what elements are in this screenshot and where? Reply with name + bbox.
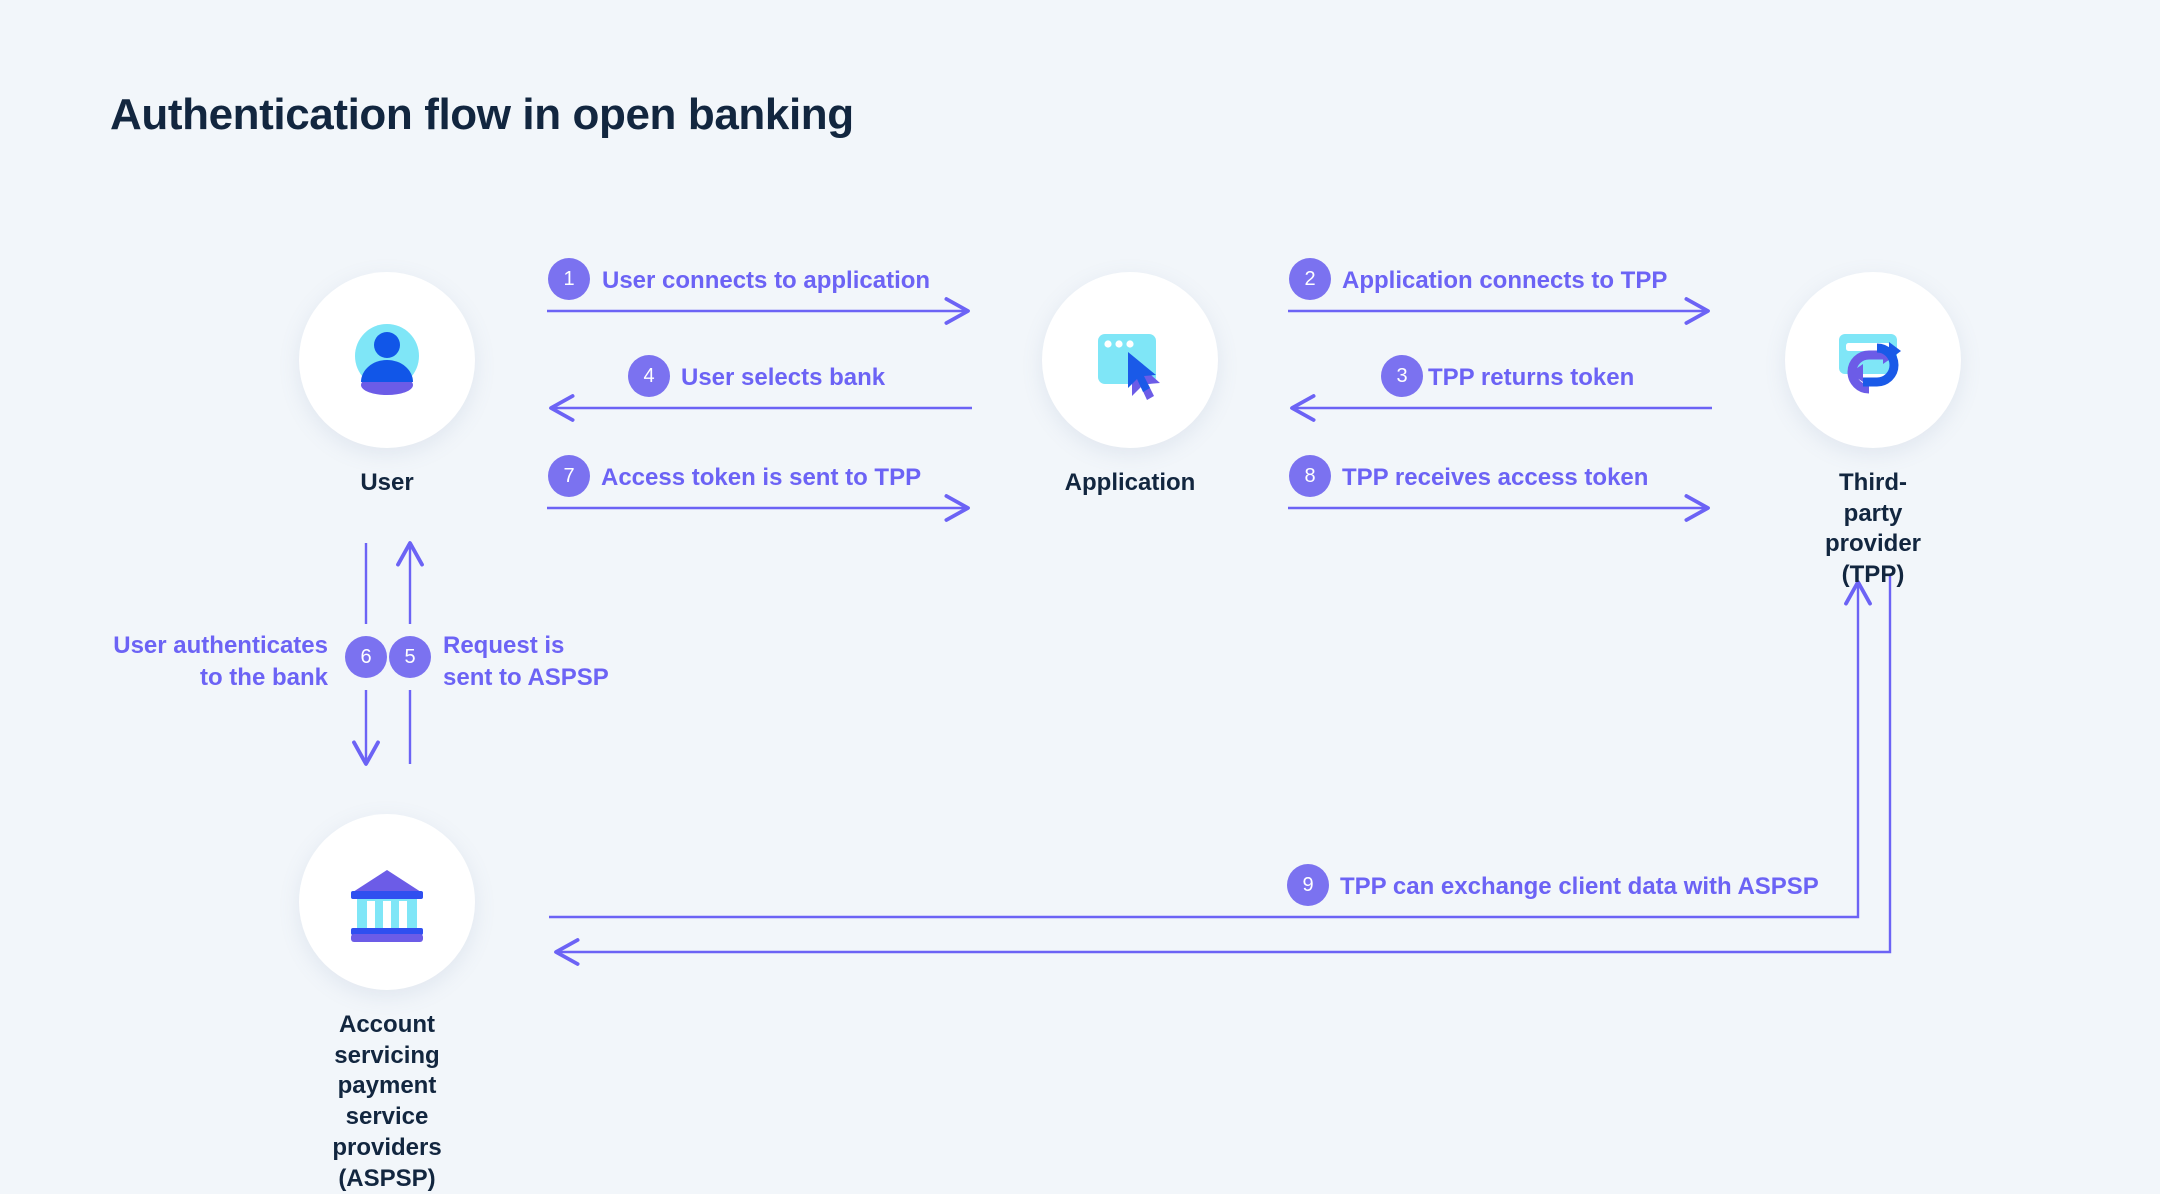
step-badge-7[interactable]: 7 bbox=[548, 455, 590, 497]
node-application-label: Application bbox=[1064, 469, 1196, 496]
step-badge-8[interactable]: 8 bbox=[1289, 455, 1331, 497]
step-label-8: TPP receives access token bbox=[1342, 464, 1649, 491]
step-label-2: Application connects to TPP bbox=[1342, 267, 1668, 294]
step-label-4: User selects bank bbox=[681, 364, 886, 391]
node-aspsp-label: Account servicing payment service provid… bbox=[332, 1011, 442, 1192]
step-badge-9[interactable]: 9 bbox=[1287, 864, 1329, 906]
user-avatar-icon bbox=[355, 324, 419, 395]
step-badge-2[interactable]: 2 bbox=[1289, 258, 1331, 300]
step-badge-4[interactable]: 4 bbox=[628, 355, 670, 397]
step-badge-6[interactable]: 6 bbox=[345, 636, 387, 678]
connector-step-9-outbound bbox=[549, 580, 1872, 919]
node-user[interactable]: User bbox=[299, 272, 475, 496]
step-label-1: User connects to application bbox=[602, 267, 931, 294]
page-title: Authentication flow in open banking bbox=[110, 90, 854, 139]
connector-step-9-inbound bbox=[554, 575, 1892, 966]
step-badge-3[interactable]: 3 bbox=[1381, 355, 1423, 397]
step-label-5: Request is sent to ASPSP bbox=[443, 632, 609, 691]
node-application[interactable]: Application bbox=[1042, 272, 1218, 496]
step-label-9: TPP can exchange client data with ASPSP bbox=[1340, 873, 1819, 900]
bank-building-icon bbox=[351, 870, 423, 942]
step-label-3: TPP returns token bbox=[1428, 364, 1635, 391]
node-user-label: User bbox=[360, 469, 414, 496]
step-badge-1[interactable]: 1 bbox=[548, 258, 590, 300]
node-aspsp[interactable]: Account servicing payment service provid… bbox=[299, 814, 475, 1192]
credit-card-exchange-icon bbox=[1839, 334, 1901, 394]
step-label-7: Access token is sent to TPP bbox=[601, 464, 922, 491]
node-tpp-label: Third-party provider (TPP) bbox=[1824, 469, 1922, 589]
browser-window-cursor-icon bbox=[1098, 334, 1160, 400]
node-tpp[interactable]: Third-party provider (TPP) bbox=[1785, 272, 1961, 588]
step-badge-5[interactable]: 5 bbox=[389, 636, 431, 678]
step-label-6: User authenticates to the bank bbox=[113, 632, 328, 691]
